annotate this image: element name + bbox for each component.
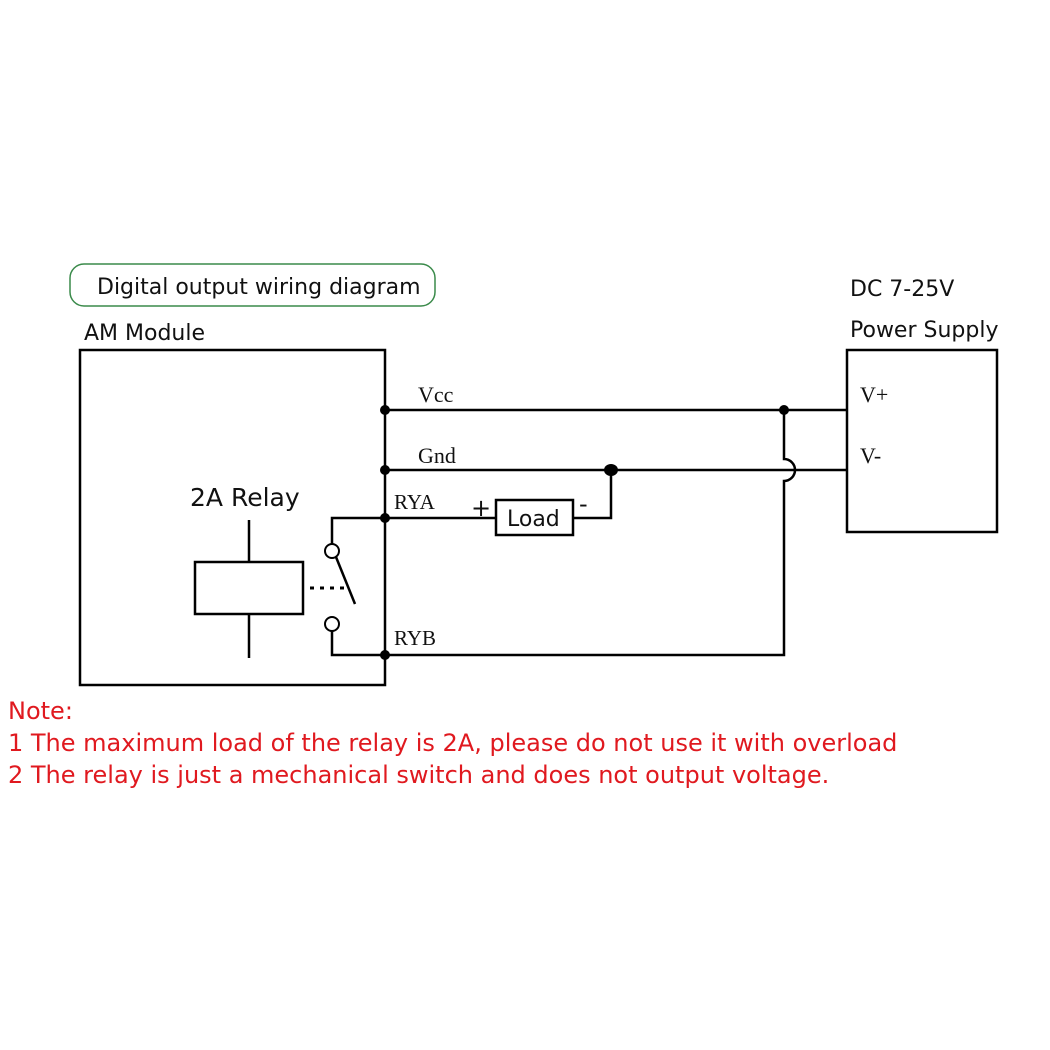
relay-contact-bottom [324,616,340,632]
relay-coil [193,560,305,616]
power-supply-label: Power Supply [850,318,998,343]
relay-switch-blade [334,556,357,605]
relay-contact-top [324,543,340,559]
rya-internal-wire [330,516,385,544]
gnd-node [380,465,390,475]
note-heading: Note: [8,697,73,725]
relay-label: 2A Relay [190,483,300,512]
load-label: Load [507,507,560,532]
crossover-wire [385,410,797,657]
load-return-wire [573,470,613,520]
load-minus-sign: - [579,490,588,518]
power-supply-positive: V+ [860,382,888,407]
power-supply-negative: V- [860,443,881,468]
note-item-1: 1 The maximum load of the relay is 2A, p… [8,729,898,757]
rya-node [380,513,390,523]
module-label: AM Module [84,321,205,346]
ryb-internal-wire [330,631,385,657]
diagram-title: Digital output wiring diagram [97,275,421,300]
title-frame [69,263,436,307]
load-plus-sign: + [471,494,491,522]
rya-terminal-label: RYA [394,490,436,514]
power-supply-box [845,348,999,534]
vcc-terminal-label: Vcc [418,382,454,407]
power-supply-voltage: DC 7-25V [850,277,954,302]
ryb-node [380,650,390,660]
note-item-2: 2 The relay is just a mechanical switch … [8,761,830,789]
ryb-terminal-label: RYB [394,626,436,650]
gnd-terminal-label: Gnd [418,443,456,468]
vcc-node [380,405,390,415]
